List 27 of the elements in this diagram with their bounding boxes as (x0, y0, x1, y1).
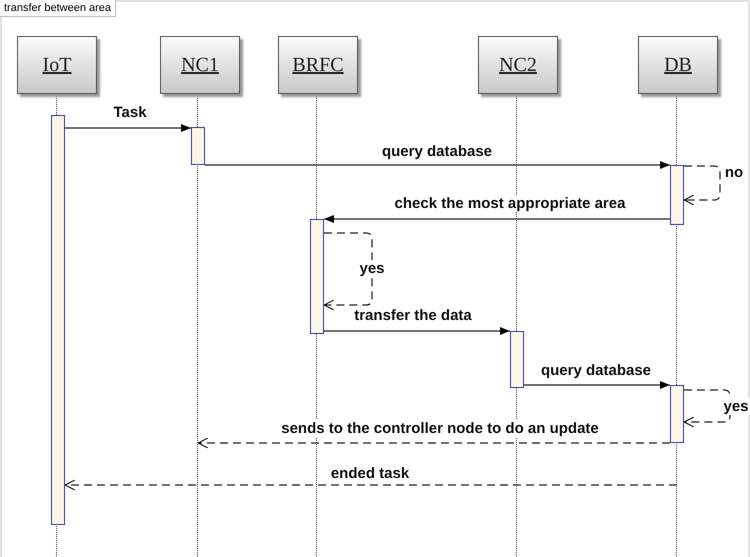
message-arrow (324, 327, 510, 335)
activation-bar (51, 115, 65, 525)
message-arrow (324, 215, 670, 223)
participant-box: DB (638, 36, 718, 94)
message-arrow (64, 124, 192, 132)
activation-bar (670, 385, 684, 443)
activation-bar (310, 219, 324, 334)
message-arrow (324, 232, 372, 310)
message-label: query database (380, 143, 494, 160)
activation-bar (510, 331, 524, 388)
message-arrow (684, 166, 720, 206)
participant-box: NC2 (478, 36, 558, 94)
message-arrow (64, 480, 678, 490)
participant-box: BRFC (278, 36, 358, 94)
message-label: yes (721, 398, 750, 415)
message-label: check the most appropriate area (392, 195, 628, 212)
activation-bar (670, 165, 684, 225)
message-label: query database (538, 362, 654, 379)
participant-box: NC1 (160, 36, 240, 94)
frame-title: transfer between area (0, 0, 116, 17)
participant-box: IoT (17, 36, 97, 94)
message-arrow (524, 381, 670, 389)
activation-bar (191, 127, 205, 165)
message-label: yes (357, 260, 387, 277)
message-arrow (204, 161, 670, 169)
message-arrow (198, 438, 670, 448)
message-label: sends to the controller node to do an update (279, 420, 601, 437)
